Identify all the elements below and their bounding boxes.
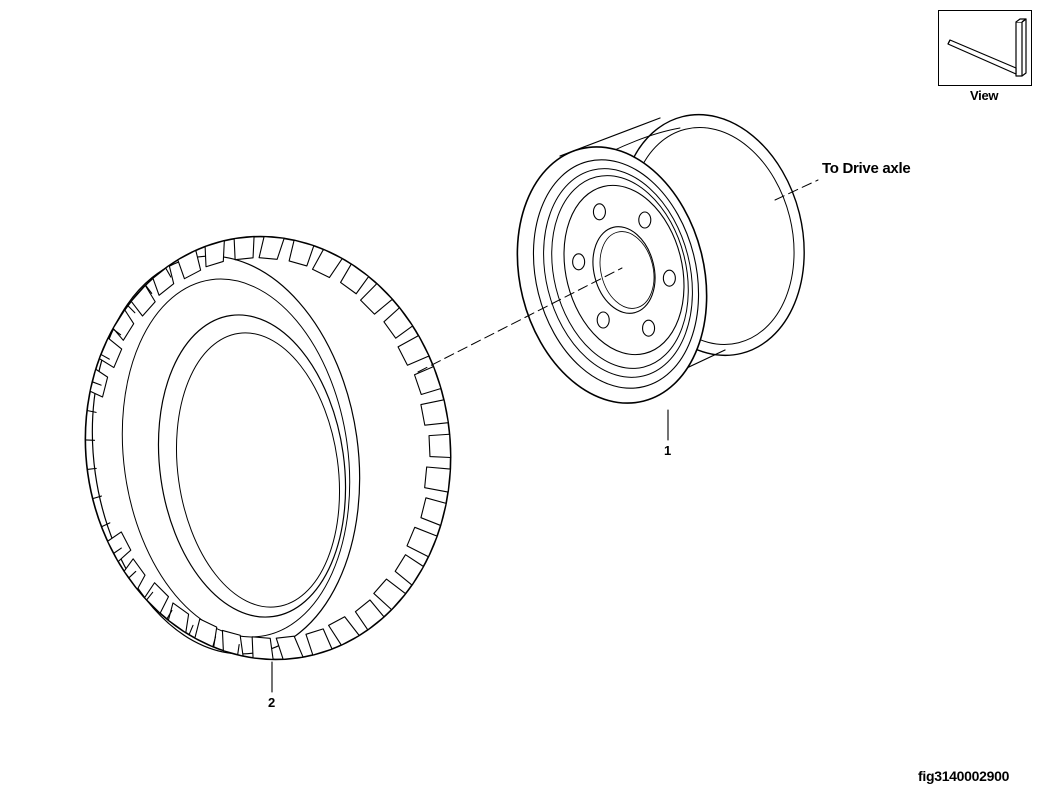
tread-groove [188, 624, 194, 636]
tread-groove [91, 381, 102, 386]
tread-groove [86, 409, 97, 413]
tread-block [305, 628, 333, 656]
tread-block [360, 283, 393, 315]
tread-block [167, 602, 190, 634]
tread-block [328, 616, 360, 646]
tread-groove [100, 522, 111, 528]
tread-block [394, 554, 424, 586]
bolt-hole [572, 253, 586, 271]
bolt-hole [662, 269, 676, 287]
tread-block [397, 335, 430, 366]
figure-id: fig3140002900 [918, 768, 1010, 784]
tread-block [98, 337, 123, 369]
tread-block [420, 399, 449, 426]
to-drive-axle-label: To Drive axle [822, 160, 911, 177]
tread-groove [92, 495, 102, 500]
centre-lines [417, 179, 819, 373]
tread-block [107, 531, 132, 563]
tread-groove [212, 636, 217, 648]
view-label: View [970, 88, 999, 103]
callout-1: 1 [664, 443, 671, 458]
tread-block [340, 263, 370, 295]
tread-block [288, 239, 315, 267]
tread-groove [146, 591, 154, 601]
tread-groove [86, 467, 97, 471]
tread-block [123, 558, 146, 590]
tread-block [89, 368, 109, 398]
tread-block [112, 309, 135, 341]
tread-block [194, 618, 218, 648]
tread-groove [166, 609, 173, 620]
bolt-hole [642, 319, 656, 337]
view-thumbnail-frame [938, 10, 1032, 86]
tread-block [354, 599, 385, 631]
bolt-holes [572, 203, 676, 337]
wheel-rim-drawing [516, 113, 805, 404]
tread-block [373, 578, 407, 611]
tread-block [420, 497, 447, 526]
tread-block [130, 284, 156, 317]
tread-block [413, 366, 442, 396]
tread-block [258, 236, 285, 260]
tread-groove [128, 570, 137, 579]
tread-groove [165, 267, 172, 278]
tread-pattern [84, 236, 452, 660]
tyre-drawing [84, 235, 452, 661]
tread-block [311, 248, 343, 279]
tread-groove [113, 547, 122, 554]
tread-groove [100, 353, 110, 360]
tread-block [233, 236, 255, 261]
tread-block [144, 582, 170, 614]
bolt-hole [592, 203, 606, 221]
tread-groove [127, 305, 136, 314]
tread-block [428, 433, 452, 459]
callout-2: 2 [268, 695, 275, 710]
tread-block [177, 249, 202, 280]
tread-block [204, 240, 225, 268]
tread-block [275, 635, 304, 660]
tread-block [251, 636, 274, 660]
tread-block [424, 466, 451, 493]
tread-groove [237, 643, 240, 656]
tread-block [152, 264, 175, 296]
bolt-hole [638, 211, 652, 229]
tread-groove [112, 328, 122, 336]
tread-block [406, 526, 438, 558]
bolt-hole [596, 311, 610, 329]
tread-groove [145, 284, 153, 294]
tread-block [383, 307, 414, 339]
